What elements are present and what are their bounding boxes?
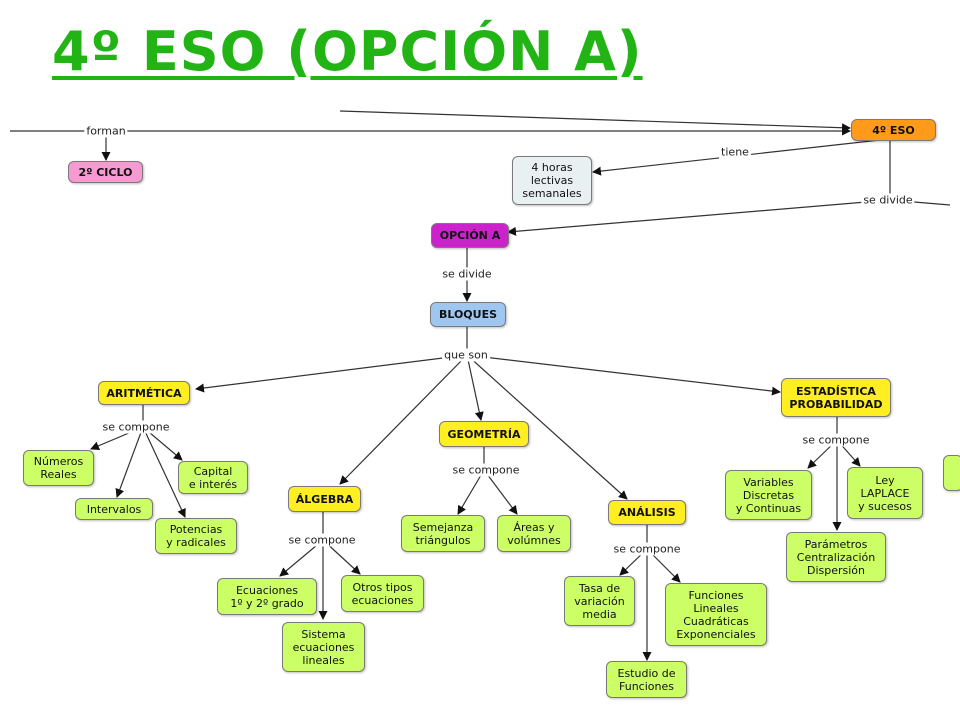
link-label-se-compone: se compone [286,533,358,547]
node-4-horas[interactable]: 4 horas lectivas semanales [512,156,592,205]
node-geometria[interactable]: GEOMETRÍA [439,421,529,447]
connector [339,354,468,485]
node-analisis[interactable]: ANÁLISIS [608,500,686,525]
connector [466,354,781,396]
link-label-forman: forman [84,124,128,138]
node-variables[interactable]: Variables Discretas y Continuas [725,470,812,520]
link-label-se-compone: se compone [800,433,872,447]
link-label-se-divide: se divide [861,193,915,207]
node-capital[interactable]: Capital e interés [178,461,248,494]
node-estudio[interactable]: Estudio de Funciones [606,661,687,698]
node-semejanza[interactable]: Semejanza triángulos [401,515,485,552]
node-bloques[interactable]: BLOQUES [430,302,506,327]
link-label-se-compone: se compone [611,542,683,556]
link-label-se-divide: se divide [440,267,494,281]
page-title: 4º ESO (OPCIÓN A) [52,20,643,83]
node-otros-tipos[interactable]: Otros tipos ecuaciones [341,575,424,612]
node-estadistica[interactable]: ESTADÍSTICA PROBABILIDAD [781,378,891,417]
node-4-eso[interactable]: 4º ESO [851,119,936,141]
node-numeros-reales[interactable]: Números Reales [23,450,94,486]
connector [457,469,485,515]
link-label-se-compone: se compone [450,463,522,477]
connector [466,354,484,421]
link-label-tiene: tiene [719,145,751,159]
connector [195,354,468,393]
link-label-se-compone: se compone [100,420,172,434]
connector [142,426,186,518]
node-opcion-a[interactable]: OPCIÓN A [431,223,509,248]
node-areas[interactable]: Áreas y volúmnes [497,515,571,552]
node-cut-off [943,455,960,491]
node-intervalos[interactable]: Intervalos [75,498,153,520]
link-label-que-son: que son [442,348,490,362]
connector [483,469,518,515]
connector [507,199,891,236]
node-algebra[interactable]: ÁLGEBRA [288,486,361,512]
node-sistema[interactable]: Sistema ecuaciones lineales [282,622,365,672]
connector [466,354,628,500]
node-tasa[interactable]: Tasa de variación media [564,576,635,626]
connector [115,426,144,498]
node-parametros[interactable]: Parámetros Centralización Dispersión [786,532,886,582]
node-funciones[interactable]: Funciones Lineales Cuadráticas Exponenci… [665,583,767,646]
connector [339,110,851,133]
node-ley[interactable]: Ley LAPLACE y sucesos [847,467,923,519]
node-aritmetica[interactable]: ARITMÉTICA [98,381,190,405]
node-potencias[interactable]: Potencias y radicales [155,518,237,554]
node-2-ciclo[interactable]: 2º CICLO [68,161,143,183]
node-ecuaciones[interactable]: Ecuaciones 1º y 2º grado [217,578,317,615]
